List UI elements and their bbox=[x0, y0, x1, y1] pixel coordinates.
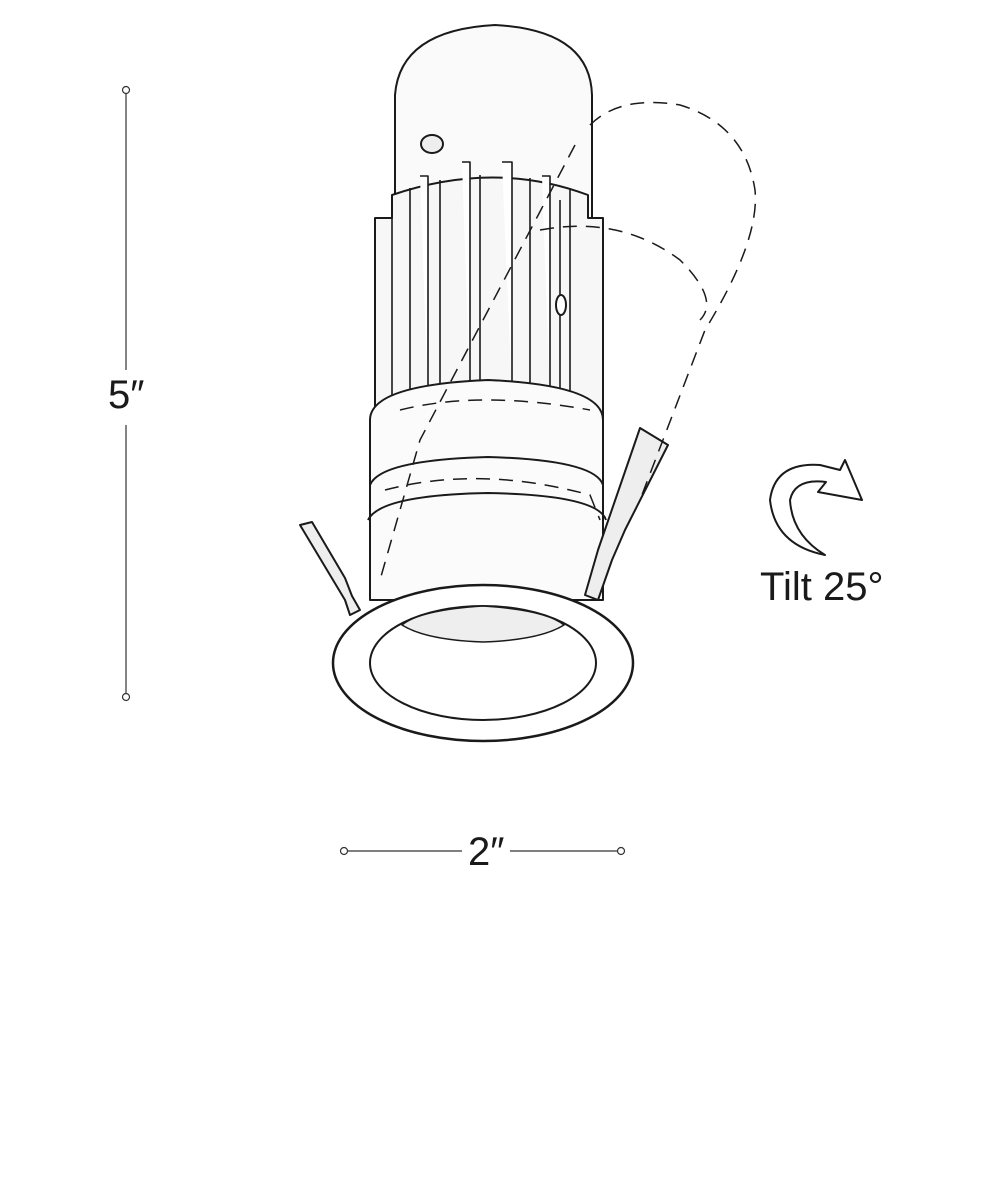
tilt-dashed-outline bbox=[379, 101, 757, 581]
recessed-light-fixture bbox=[299, 24, 669, 743]
height-dimension-line bbox=[121, 85, 131, 702]
height-dimension-label: 5″ bbox=[108, 373, 145, 417]
heatsink-fins bbox=[391, 161, 571, 420]
width-dimension-label: 2″ bbox=[462, 832, 511, 872]
tilt-label: Tilt 25° bbox=[760, 565, 884, 609]
curved-arrow-icon bbox=[769, 459, 863, 556]
